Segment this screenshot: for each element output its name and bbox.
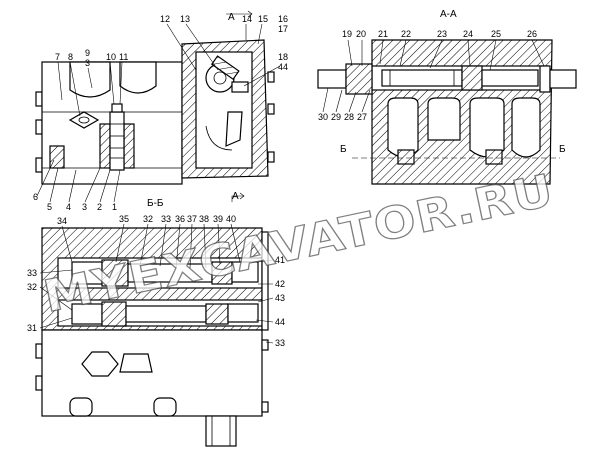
callout-42: 42 — [275, 279, 285, 289]
callout-25: 25 — [491, 29, 501, 39]
callout-43: 43 — [275, 293, 285, 303]
callout-35: 35 — [119, 214, 129, 224]
callout-3-top: 3 — [85, 58, 90, 68]
callout-18: 18 — [278, 52, 288, 62]
cut-marker-a-top: А — [228, 12, 235, 23]
callout-28: 28 — [344, 112, 354, 122]
callout-21: 21 — [378, 29, 388, 39]
callout-14: 14 — [242, 14, 252, 24]
callout-29: 29 — [331, 112, 341, 122]
view-section-a-a — [317, 39, 577, 185]
callout-20: 20 — [356, 29, 366, 39]
callout-1: 1 — [112, 202, 117, 212]
callout-30: 30 — [318, 112, 328, 122]
cut-marker-b-left: Б — [340, 144, 347, 155]
callout-24: 24 — [463, 29, 473, 39]
view-section-b-b — [35, 227, 269, 447]
view-section-a-a-callouts: 19 20 21 22 23 24 25 26 30 29 28 27 — [318, 29, 545, 122]
callout-7: 7 — [55, 52, 60, 62]
callout-40: 40 — [226, 214, 236, 224]
callout-6: 6 — [33, 192, 38, 202]
callout-34: 34 — [57, 216, 67, 226]
callout-3-bottom: 3 — [82, 202, 87, 212]
section-title-a-a: А-А — [440, 9, 457, 20]
callout-11: 11 — [119, 52, 128, 62]
callout-19: 19 — [342, 29, 352, 39]
callout-5: 5 — [47, 202, 52, 212]
callout-22: 22 — [401, 29, 411, 39]
callout-2: 2 — [97, 202, 102, 212]
callout-4: 4 — [66, 202, 71, 212]
callout-23: 23 — [437, 29, 447, 39]
section-title-b-b: Б-Б — [147, 198, 164, 209]
callout-10: 10 — [106, 52, 116, 62]
view-side-callouts: 7 8 9 3 10 11 12 13 14 15 16 17 18 44 6 … — [33, 10, 288, 212]
callout-33-right: 33 — [275, 338, 285, 348]
callout-39: 39 — [213, 214, 223, 224]
callout-16: 16 — [278, 14, 288, 24]
callout-9: 9 — [85, 48, 90, 58]
callout-27: 27 — [357, 112, 367, 122]
callout-41: 41 — [275, 255, 285, 265]
callout-37: 37 — [187, 214, 197, 224]
callout-32-left: 32 — [27, 282, 37, 292]
callout-17: 17 — [278, 24, 288, 34]
callout-38: 38 — [199, 214, 209, 224]
callout-36: 36 — [175, 214, 185, 224]
callout-33-top: 33 — [161, 214, 171, 224]
callout-44-bottom: 44 — [275, 317, 285, 327]
callout-32-top: 32 — [143, 214, 153, 224]
callout-33-left: 33 — [27, 268, 37, 278]
callout-15: 15 — [258, 14, 268, 24]
callout-13: 13 — [180, 14, 190, 24]
cut-marker-a-mid: А — [232, 191, 239, 202]
callout-8: 8 — [68, 52, 73, 62]
cut-marker-b-right: Б — [559, 144, 566, 155]
callout-26: 26 — [527, 29, 537, 39]
callout-12: 12 — [160, 14, 170, 24]
callout-31: 31 — [27, 323, 37, 333]
view-section-b-b-callouts: 34 35 32 33 36 37 38 39 40 41 42 43 44 3… — [27, 192, 285, 348]
callout-44-top: 44 — [278, 62, 288, 72]
